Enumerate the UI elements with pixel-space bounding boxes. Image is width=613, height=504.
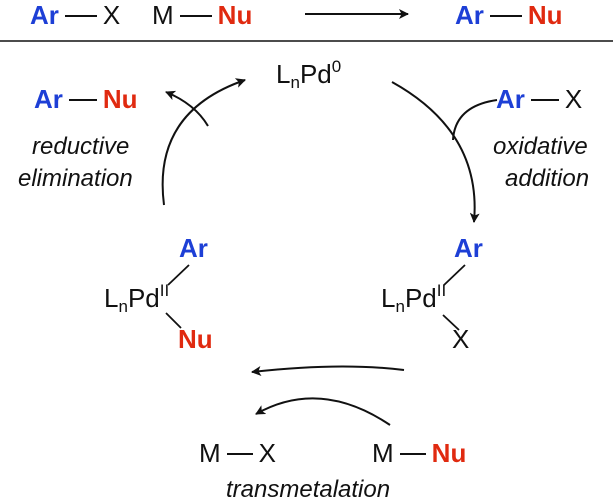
eq-x: X <box>102 0 121 30</box>
bond-left-ar <box>167 264 190 286</box>
re-product-arrow <box>165 90 209 127</box>
oa-label-1: oxidative <box>493 133 588 160</box>
oa-reagent-x: X <box>564 84 583 114</box>
right-complex-ar: Ar <box>454 233 483 263</box>
re-bond <box>68 99 97 102</box>
oa-label-2: addition <box>505 165 590 192</box>
tm-reagent-nu: Nu <box>431 438 467 468</box>
bond-right-ar <box>443 264 466 286</box>
tm-arrow-upper <box>251 365 405 376</box>
right-pd-l: L <box>381 283 396 313</box>
tm-bond-1 <box>226 453 253 456</box>
left-complex-pd: LnPdII <box>104 282 169 315</box>
re-product-nu: Nu <box>102 84 138 114</box>
oa-reagent-curve <box>452 99 498 141</box>
equation-product: Ar Nu <box>455 2 563 28</box>
pd0-pd: Pd <box>299 59 332 89</box>
re-product: Ar Nu <box>34 86 138 112</box>
right-complex-x: X <box>452 324 470 354</box>
eq-bond-1 <box>64 15 97 18</box>
re-label-1: reductive <box>32 133 130 160</box>
pd0-catalyst: LnPd0 <box>276 58 341 91</box>
left-complex-nu: Nu <box>178 324 213 354</box>
tm-label: transmetalation <box>226 476 391 503</box>
eq-product-nu: Nu <box>527 0 563 30</box>
bond-right-x <box>442 314 460 331</box>
left-pd-pd: Pd <box>127 283 160 313</box>
pd0-ox: 0 <box>331 57 342 76</box>
eq-product-ar: Ar <box>455 0 484 30</box>
arc-reductive-elimination <box>161 78 246 206</box>
re-label-2: elimination <box>18 165 133 192</box>
eq-bond-3 <box>489 15 522 18</box>
re-product-ar: Ar <box>34 84 63 114</box>
tm-reagent: M Nu <box>372 440 466 466</box>
tm-arrow-lower <box>255 397 391 426</box>
arc-oxidative-addition <box>391 81 480 223</box>
oa-reagent: Ar X <box>496 86 582 112</box>
eq-m: M <box>152 0 174 30</box>
right-pd-ox: II <box>436 281 447 300</box>
tm-bond-2 <box>399 453 426 456</box>
pd0-l: L <box>276 59 291 89</box>
equation-reactant-arx: Ar X <box>30 2 120 28</box>
tm-byproduct-x: X <box>258 438 277 468</box>
right-pd-pd: Pd <box>404 283 437 313</box>
left-pd-n: n <box>118 297 128 316</box>
left-pd-l: L <box>104 283 119 313</box>
tm-reagent-m: M <box>372 438 394 468</box>
left-pd-ox: II <box>159 281 170 300</box>
bond-left-nu <box>165 312 182 329</box>
oa-bond <box>530 99 559 102</box>
pd0-n: n <box>290 73 300 92</box>
right-complex-pd: LnPdII <box>381 282 446 315</box>
oa-reagent-ar: Ar <box>496 84 525 114</box>
left-complex-ar: Ar <box>179 233 208 263</box>
right-pd-n: n <box>395 297 405 316</box>
eq-nu: Nu <box>217 0 253 30</box>
equation-reactant-mnu: M Nu <box>152 2 252 28</box>
eq-bond-2 <box>179 15 212 18</box>
eq-ar: Ar <box>30 0 59 30</box>
tm-byproduct-m: M <box>199 438 221 468</box>
